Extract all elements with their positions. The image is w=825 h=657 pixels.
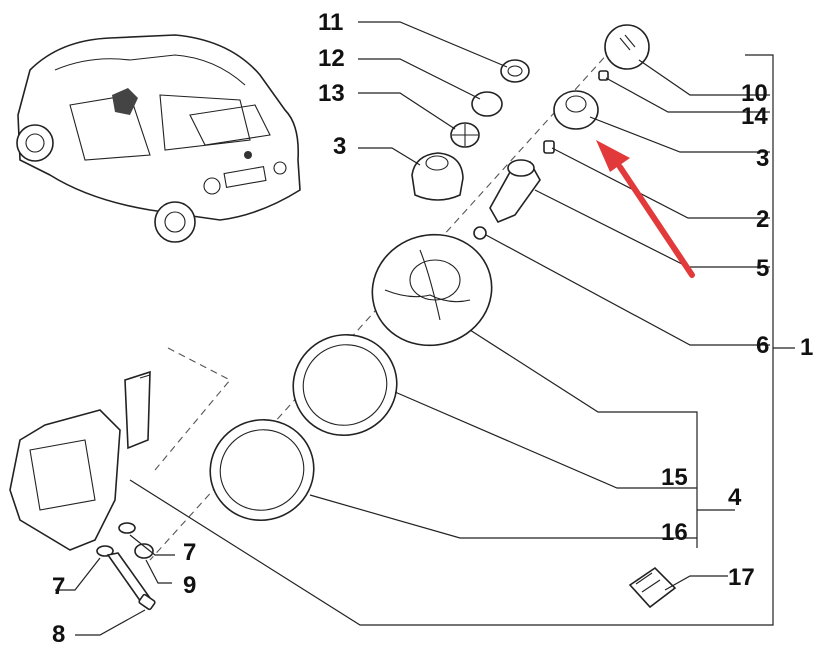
part-16-ring (209, 418, 315, 522)
car-illustration-icon (16, 34, 301, 243)
part-3-boot-upper (553, 90, 599, 130)
gearshift-housing (9, 370, 151, 551)
part-7-ring-left (96, 545, 114, 557)
assembly-axis-box (154, 347, 231, 471)
callout-4: 4 (728, 484, 742, 511)
callout-7-left: 7 (52, 573, 65, 600)
part-2-spacer (543, 140, 555, 154)
callout-6: 6 (756, 332, 769, 359)
callout-1: 1 (800, 334, 813, 361)
callout-numbers: 11 12 13 3 10 14 3 2 5 6 1 15 4 16 7 7 9… (52, 9, 813, 648)
part-11-cap (500, 59, 530, 83)
callout-17: 17 (728, 564, 755, 591)
callout-12: 12 (318, 45, 345, 72)
callout-10: 10 (741, 80, 768, 107)
callout-9: 9 (183, 572, 196, 599)
part-12-washer (471, 91, 503, 117)
part-3-boot-left (411, 152, 464, 201)
part-5-lever (489, 159, 541, 224)
callout-3-left: 3 (333, 133, 346, 160)
part-17-sensor (628, 566, 677, 609)
red-pointer-arrow-icon (596, 140, 695, 278)
part-9-bushing (134, 543, 154, 559)
callout-3-right: 3 (756, 145, 769, 172)
callout-5: 5 (756, 255, 769, 282)
callout-13: 13 (318, 80, 345, 107)
callout-11: 11 (318, 9, 343, 36)
callout-2: 2 (756, 206, 769, 233)
callout-16: 16 (661, 519, 688, 546)
callout-7-right: 7 (183, 539, 196, 566)
part-6-ball (473, 226, 487, 240)
part-4-gaiter-disc (371, 233, 493, 347)
part-13-grommet (450, 122, 480, 148)
part-14-pin (598, 70, 609, 81)
part-7-ring-right (118, 522, 136, 534)
callout-15: 15 (661, 464, 688, 491)
callout-14: 14 (741, 103, 768, 130)
part-10-knob (604, 24, 650, 70)
part-8-bolt (106, 552, 156, 611)
part-15-frame (292, 333, 398, 437)
callout-8: 8 (52, 621, 65, 648)
